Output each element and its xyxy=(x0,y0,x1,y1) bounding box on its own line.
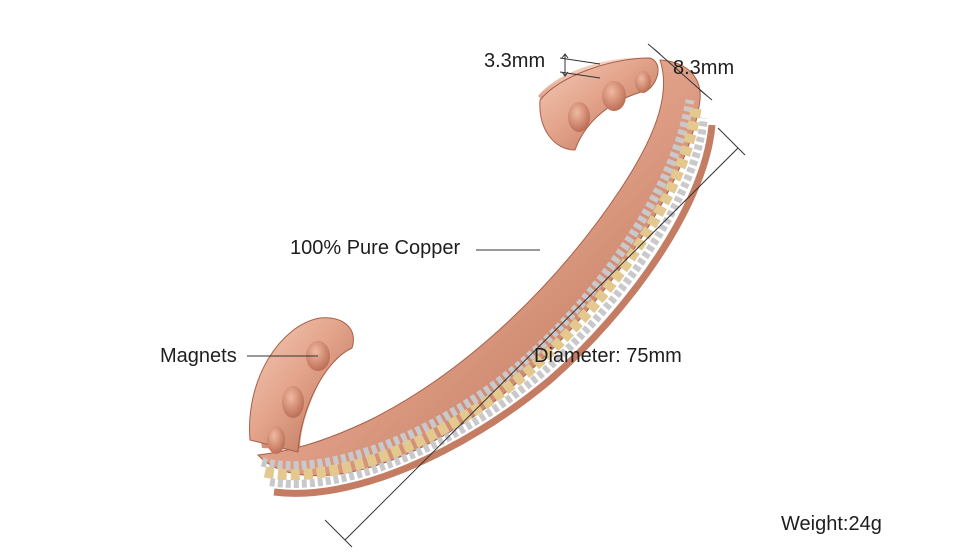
magnets-label: Magnets xyxy=(160,345,237,367)
magnet-dot xyxy=(568,102,590,132)
magnet-dot xyxy=(635,71,651,93)
diameter-dimension-marker xyxy=(324,127,746,548)
magnet-dot xyxy=(267,426,285,454)
silver-strand-inner xyxy=(269,117,708,488)
width-label: 8.3mm xyxy=(673,57,735,79)
width-dimension-marker xyxy=(647,43,713,101)
material-label: 100% Pure Copper xyxy=(290,237,461,259)
magnet-dot xyxy=(282,386,304,418)
diameter-label: Diameter: 75mm xyxy=(534,345,682,367)
thickness-dimension-marker xyxy=(559,53,601,79)
thickness-label: 3.3mm xyxy=(484,50,546,72)
magnet-dot xyxy=(602,81,626,111)
weight-label: Weight:24g xyxy=(781,513,882,535)
gold-strand-center xyxy=(263,107,702,481)
copper-rim-bottom xyxy=(273,124,716,497)
